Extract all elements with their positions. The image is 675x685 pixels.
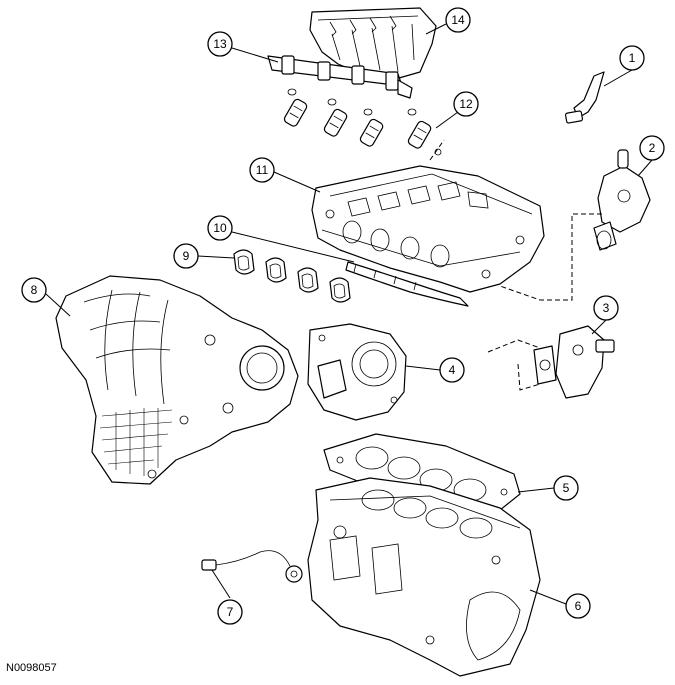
callout-13: 13 bbox=[207, 31, 233, 57]
throttle-body bbox=[307, 323, 407, 421]
cylinder-block bbox=[307, 477, 541, 677]
callout-11: 11 bbox=[249, 157, 275, 183]
callout-14-label: 14 bbox=[451, 13, 465, 27]
callout-10: 10 bbox=[207, 215, 233, 241]
callout-1: 1 bbox=[619, 45, 645, 71]
fuel-injectors bbox=[283, 88, 442, 156]
callout-4: 4 bbox=[439, 357, 465, 383]
coolant-hose bbox=[564, 71, 605, 124]
head-gasket bbox=[323, 433, 521, 513]
callout-5-label: 5 bbox=[563, 481, 570, 495]
callout-2-label: 2 bbox=[649, 141, 656, 155]
callout-6-label: 6 bbox=[575, 599, 582, 613]
routing-lines bbox=[429, 139, 602, 391]
callout-13-label: 13 bbox=[213, 37, 227, 51]
callout-3-label: 3 bbox=[603, 301, 610, 315]
callout-3: 3 bbox=[593, 295, 619, 321]
fuel-rail bbox=[267, 55, 413, 99]
callout-6: 6 bbox=[565, 593, 591, 619]
callout-8-label: 8 bbox=[31, 283, 38, 297]
callout-2: 2 bbox=[639, 135, 665, 161]
callout-9-label: 9 bbox=[183, 249, 190, 263]
callout-9: 9 bbox=[173, 243, 199, 269]
knock-sensor bbox=[201, 550, 303, 583]
callout-10-label: 10 bbox=[213, 221, 227, 235]
leader-lines bbox=[45, 23, 653, 605]
callout-12-label: 12 bbox=[459, 97, 473, 111]
callout-7: 7 bbox=[217, 599, 243, 625]
figure-id: N0098057 bbox=[6, 662, 57, 674]
callout-4-label: 4 bbox=[449, 363, 456, 377]
callout-7-label: 7 bbox=[227, 605, 234, 619]
callout-11-label: 11 bbox=[256, 163, 269, 177]
callout-8: 8 bbox=[21, 277, 47, 303]
thermostat-housing bbox=[593, 149, 651, 251]
callout-14: 14 bbox=[445, 7, 471, 33]
cylinder-head bbox=[311, 165, 545, 293]
callout-5: 5 bbox=[553, 475, 579, 501]
callout-1-label: 1 bbox=[629, 51, 636, 65]
egr-valve bbox=[533, 325, 615, 399]
coolant-tube bbox=[345, 261, 469, 307]
intake-manifold bbox=[55, 275, 299, 485]
callout-12: 12 bbox=[453, 91, 479, 117]
intake-gaskets bbox=[233, 249, 351, 303]
